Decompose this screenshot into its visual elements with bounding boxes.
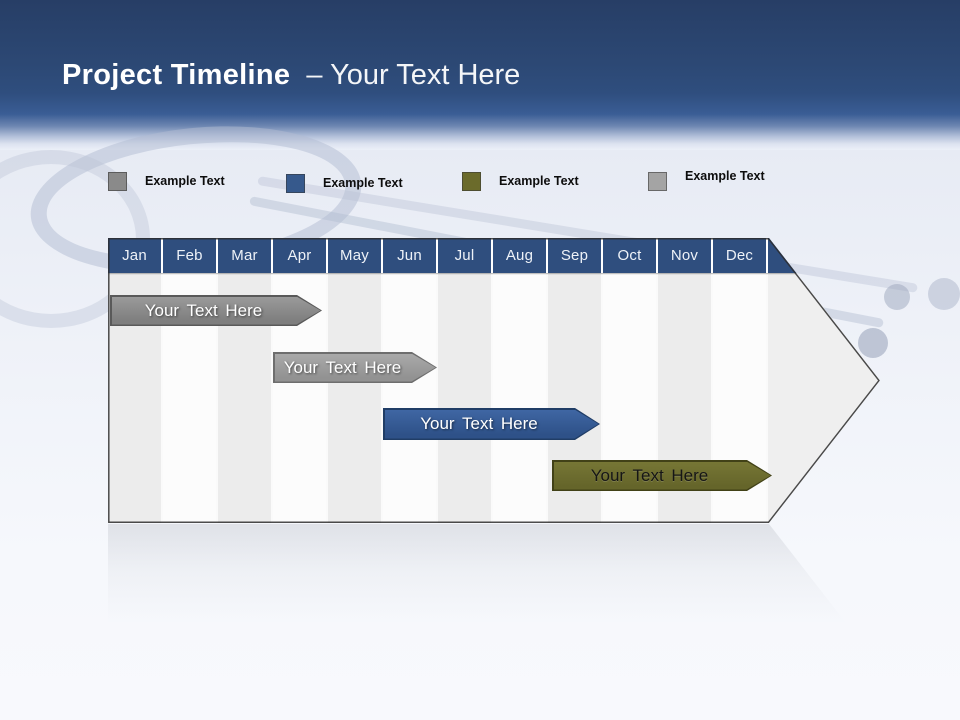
timeline-chart: Jan Feb Mar Apr May Jun Jul Aug Sep Oct … <box>108 238 880 523</box>
legend-item-3[interactable]: Example Text <box>462 168 579 194</box>
month-header: Apr <box>273 238 328 273</box>
bar-label: Your Text Here <box>420 414 538 433</box>
legend-item-1[interactable]: Example Text <box>108 168 225 194</box>
stethoscope-earpiece2-icon <box>884 284 910 310</box>
month-column <box>438 273 493 523</box>
legend-swatch-olive <box>462 171 481 191</box>
month-header: Nov <box>658 238 713 273</box>
bar-label: Your Text Here <box>144 300 263 320</box>
title-band <box>0 0 960 150</box>
timeline-bar-2[interactable]: Your Text Here <box>273 352 437 383</box>
timeline-reflection <box>108 524 880 720</box>
month-header: Dec <box>713 238 768 273</box>
arrow-tip-zone <box>768 273 880 523</box>
timeline-bar-3[interactable]: Your Text Here <box>383 408 600 440</box>
legend-swatch-lightgray <box>648 171 667 191</box>
header-arrow-fill <box>768 238 880 273</box>
month-header: Mar <box>218 238 273 273</box>
legend-swatch-blue <box>286 173 305 193</box>
month-header: Aug <box>493 238 548 273</box>
legend-item-2[interactable]: Example Text <box>286 170 403 196</box>
legend-label: Example Text <box>685 169 765 183</box>
stethoscope-chestpiece-icon <box>928 278 960 310</box>
month-header: Jul <box>438 238 493 273</box>
month-header: Sep <box>548 238 603 273</box>
legend-label: Example Text <box>323 176 403 190</box>
slide-title-subtitle: – Your Text Here <box>306 59 521 91</box>
month-column <box>328 273 383 523</box>
slide-title[interactable]: Project Timeline – Your Text Here <box>62 57 520 93</box>
month-header: Oct <box>603 238 658 273</box>
month-header: Feb <box>163 238 218 273</box>
legend-item-4[interactable]: Example Text <box>648 168 765 194</box>
month-column <box>383 273 438 523</box>
timeline-header-row: Jan Feb Mar Apr May Jun Jul Aug Sep Oct … <box>108 238 880 273</box>
legend-label: Example Text <box>145 174 225 188</box>
bar-label: Your Text Here <box>590 465 709 485</box>
timeline-bar-1[interactable]: Your Text Here <box>110 295 322 326</box>
slide-title-main: Project Timeline <box>62 59 291 91</box>
month-header: Jun <box>383 238 438 273</box>
legend-swatch-gray <box>108 171 127 191</box>
month-column <box>493 273 548 523</box>
stethoscope-earpiece-icon <box>858 328 888 358</box>
bar-label: Your Text Here <box>283 357 402 377</box>
legend-label: Example Text <box>499 174 579 188</box>
month-header: May <box>328 238 383 273</box>
month-header: Jan <box>108 238 163 273</box>
timeline-bar-4[interactable]: Your Text Here <box>552 460 772 491</box>
